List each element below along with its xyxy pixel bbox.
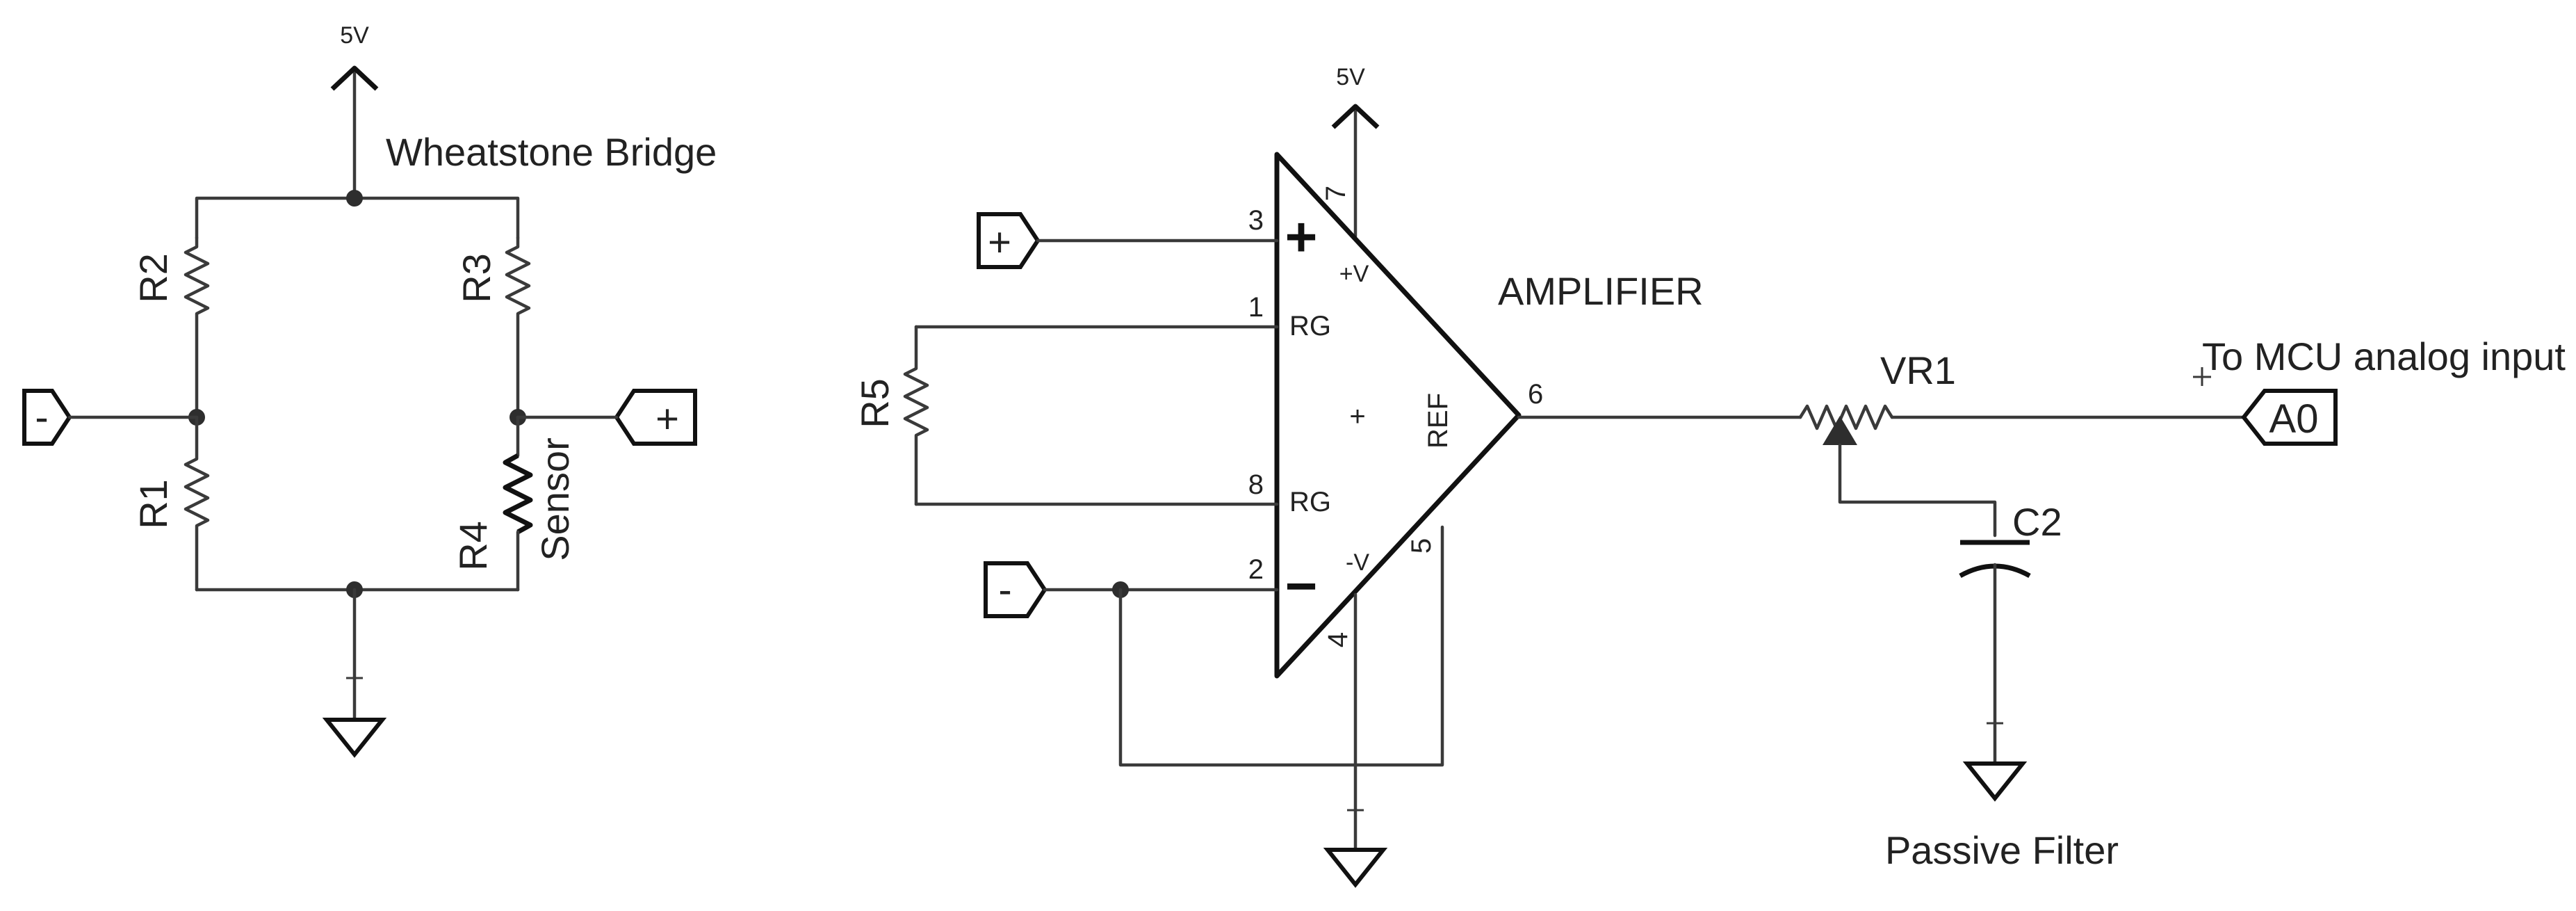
r4-label: R4 xyxy=(451,521,495,571)
r5-label: R5 xyxy=(853,378,897,428)
resistor-r1: R1 xyxy=(131,415,210,592)
output-port-label: A0 xyxy=(2269,396,2319,442)
vr1-label: VR1 xyxy=(1880,348,1956,392)
pin7-label: 7 xyxy=(1321,186,1351,201)
vcc-label: 5V xyxy=(340,22,369,49)
resistor-r2: R2 xyxy=(131,236,210,419)
amp-input-minus-label: - xyxy=(998,567,1011,613)
wheatstone-bridge: 5V Wheatstone Bridge R2 R3 - + xyxy=(22,22,717,758)
amplifier: 5V + 3 + 1 RG R5 8 RG + - xyxy=(853,64,1704,888)
r3-label: R3 xyxy=(455,253,498,303)
resistor-r4-sensor: R4 Sensor xyxy=(451,415,577,592)
bridge-port-plus-label: + xyxy=(655,396,679,442)
r2-label: R2 xyxy=(131,253,175,303)
ref-label: REF xyxy=(1423,393,1453,449)
inverting-sign: − xyxy=(1285,555,1318,617)
capacitor-c2: C2 xyxy=(1959,500,2062,802)
r1-label: R1 xyxy=(131,479,175,529)
bridge-port-minus: - xyxy=(22,389,199,446)
amp-center-mark: + xyxy=(1349,401,1365,432)
junction-dot xyxy=(346,190,363,207)
vneg-label: -V xyxy=(1346,549,1369,576)
resistor-r3: R3 xyxy=(455,236,531,419)
bridge-port-plus: + xyxy=(516,389,697,446)
vcc-5v-bridge: 5V xyxy=(330,22,379,200)
pin4-label: 4 xyxy=(1323,632,1353,647)
vpos-label: +V xyxy=(1339,261,1369,287)
output-port-a0: A0 xyxy=(2241,389,2338,446)
c2-label: C2 xyxy=(2012,500,2062,544)
filter-title: Passive Filter xyxy=(1885,828,2119,872)
wiper-arrow xyxy=(1823,416,1857,445)
pin6-label: 6 xyxy=(1528,379,1543,410)
pin1-label: 1 xyxy=(1248,292,1264,323)
vcc-label: 5V xyxy=(1336,64,1365,90)
pin8-label: 8 xyxy=(1248,469,1264,500)
pin2-label: 2 xyxy=(1248,554,1264,585)
rg-top-label: RG xyxy=(1289,311,1331,341)
pin5-label: 5 xyxy=(1406,538,1437,554)
passive-filter: VR1 C2 Passive Filter A0 To MCU analog i… xyxy=(1517,334,2566,872)
bridge-title: Wheatstone Bridge xyxy=(386,130,717,174)
resistor-r5: R5 xyxy=(853,325,929,506)
amp-input-minus: - 2 xyxy=(984,554,1279,618)
r4-desc-label: Sensor xyxy=(533,437,577,561)
amplifier-title: AMPLIFIER xyxy=(1498,269,1704,313)
amp-ground xyxy=(1323,592,1388,888)
rg-bottom-label: RG xyxy=(1289,487,1331,517)
opamp-triangle xyxy=(1274,152,1522,679)
amp-input-plus-label: + xyxy=(988,220,1011,265)
potentiometer-vr1: VR1 xyxy=(1798,348,1997,538)
pin3-label: 3 xyxy=(1248,205,1264,236)
vcc-5v-amp: 5V xyxy=(1331,64,1380,239)
noninverting-sign: + xyxy=(1285,206,1318,268)
amp-input-plus: + 3 xyxy=(977,205,1279,269)
mcu-note: To MCU analog input xyxy=(2202,334,2566,378)
bridge-port-minus-label: - xyxy=(35,395,48,440)
ground-symbol xyxy=(322,588,387,758)
